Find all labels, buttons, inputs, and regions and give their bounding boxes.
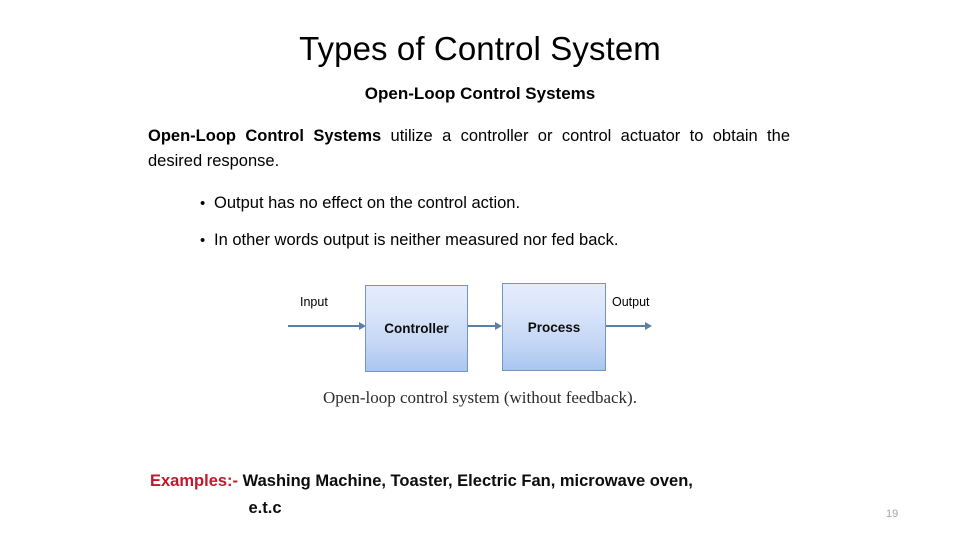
open-loop-block-diagram: Input Output Controller Process Open-loo… (280, 280, 680, 420)
diagram-output-label: Output (612, 295, 650, 309)
bullet-item-0: • Output has no effect on the control act… (200, 192, 520, 215)
diagram-input-label: Input (300, 295, 328, 309)
examples-label: Examples:- (150, 472, 239, 490)
body-paragraph: Open-Loop Control Systems utilize a cont… (148, 124, 790, 174)
bullet-marker-icon: • (200, 195, 206, 212)
examples-list: Washing Machine, Toaster, Electric Fan, … (238, 472, 693, 490)
bullet-item-1: • In other words output is neither measur… (200, 229, 618, 252)
middle-arrow-line (468, 325, 496, 327)
output-arrow-head-icon (645, 322, 652, 330)
body-rest: utilize a controller or control actuator… (148, 127, 790, 170)
body-lead: Open-Loop Control Systems (148, 127, 382, 145)
bullet-text-0: Output has no effect on the control acti… (214, 194, 521, 212)
middle-arrow-head-icon (495, 322, 502, 330)
examples-line-2: e.t.c (248, 499, 282, 517)
input-arrow-head-icon (359, 322, 366, 330)
bullet-marker-icon: • (200, 232, 206, 249)
diagram-block-controller: Controller (365, 285, 468, 372)
page-title: Types of Control System (299, 30, 661, 67)
input-arrow-line (288, 325, 360, 327)
diagram-caption: Open-loop control system (without feedba… (323, 388, 637, 407)
diagram-block-process: Process (502, 283, 606, 371)
slide-subtitle: Open-Loop Control Systems (364, 84, 596, 103)
bullet-text-1: In other words output is neither measure… (214, 231, 619, 249)
page-number: 19 (886, 508, 899, 520)
examples-block: Examples:- Washing Machine, Toaster, Ele… (150, 468, 810, 522)
output-arrow-line (606, 325, 646, 327)
examples-line-1: Examples:- Washing Machine, Toaster, Ele… (150, 468, 810, 495)
